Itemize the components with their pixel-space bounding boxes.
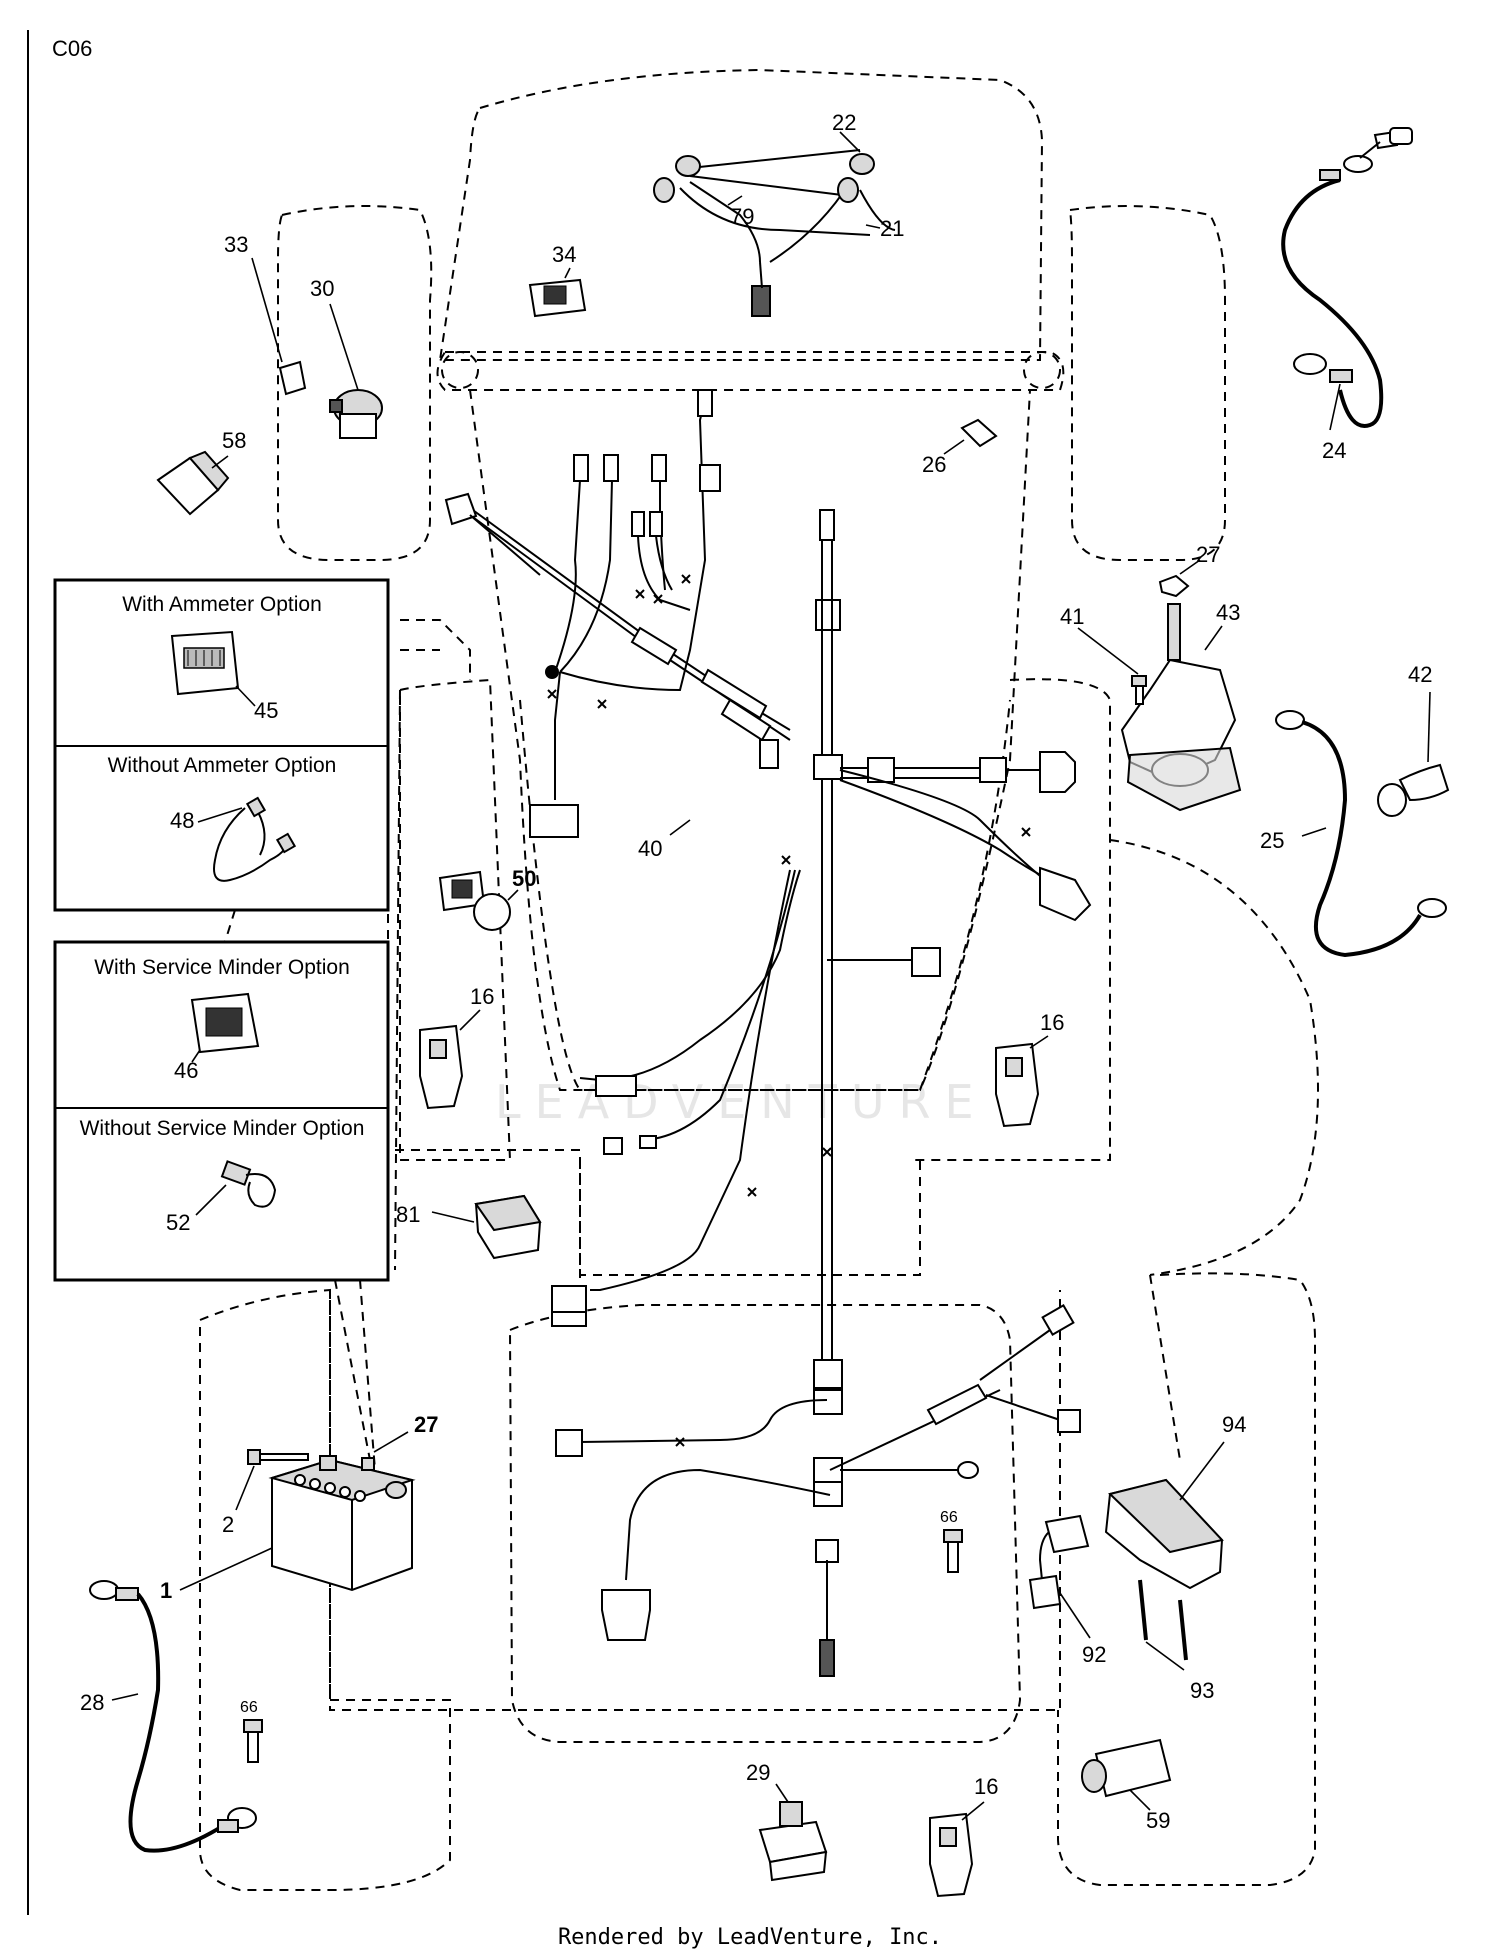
callout-16-left: 16 bbox=[470, 984, 494, 1009]
callout-42: 42 bbox=[1408, 662, 1432, 687]
service-minder-icon bbox=[190, 992, 260, 1063]
switch-29 bbox=[758, 1783, 828, 1882]
callout-21: 21 bbox=[880, 216, 904, 241]
callout-81: 81 bbox=[396, 1202, 420, 1227]
relay-81 bbox=[431, 1194, 542, 1260]
ignition-key-33 bbox=[251, 257, 307, 396]
bolt-41 bbox=[1077, 627, 1147, 705]
callout-2: 2 bbox=[222, 1512, 234, 1537]
service-minder-option-box: With Service Minder Option Without Servi… bbox=[53, 940, 390, 1282]
frame-outline bbox=[469, 389, 1031, 1091]
callout-93: 93 bbox=[1190, 1678, 1214, 1703]
ammeter-without-label: Without Ammeter Option bbox=[108, 754, 337, 777]
right-rear-wheel-outline bbox=[1057, 1272, 1316, 1886]
switch-50 bbox=[438, 870, 519, 931]
screws-93 bbox=[1138, 1579, 1188, 1671]
callout-66-left: 66 bbox=[240, 1699, 258, 1716]
left-rear-wheel-outline bbox=[199, 1288, 451, 1891]
callout-92: 92 bbox=[1082, 1642, 1106, 1667]
callout-26: 26 bbox=[922, 452, 946, 477]
relay-16-left bbox=[419, 1009, 481, 1110]
callout-40: 40 bbox=[638, 836, 662, 861]
bolt-66-left bbox=[243, 1719, 263, 1763]
relay-16-bottom bbox=[929, 1801, 985, 1898]
terminal-boot-42 bbox=[1377, 691, 1450, 817]
harness-tie-marks bbox=[547, 574, 1031, 1447]
main-harness-40 bbox=[444, 389, 1092, 1677]
front-axle-outline bbox=[436, 351, 1065, 391]
dash-panel-outline bbox=[519, 699, 1011, 1091]
battery-cable-24 bbox=[1281, 127, 1413, 431]
battery-1 bbox=[179, 1455, 416, 1592]
ignition-switch-30 bbox=[329, 303, 383, 439]
callout-50: 50 bbox=[512, 866, 536, 891]
service-jumper-icon bbox=[195, 1160, 277, 1216]
callout-27-bottom: 27 bbox=[414, 1412, 438, 1437]
callout-94: 94 bbox=[1222, 1412, 1246, 1437]
cable-25 bbox=[1275, 710, 1447, 958]
callout-16-bottom: 16 bbox=[974, 1774, 998, 1799]
rear-frame-outline bbox=[329, 1290, 1061, 1711]
callout-28: 28 bbox=[80, 1690, 104, 1715]
left-body-outline bbox=[399, 678, 512, 1161]
callout-34: 34 bbox=[552, 242, 576, 267]
watermark: LEADVENTURE bbox=[495, 1075, 988, 1129]
footer-credit: Rendered by LeadVenture, Inc. bbox=[558, 1925, 942, 1950]
callout-22: 22 bbox=[832, 110, 856, 135]
relay-16-right bbox=[995, 1035, 1049, 1128]
bolt-66-right bbox=[943, 1529, 963, 1573]
ammeter-jumper-icon bbox=[197, 796, 297, 882]
harness-92 bbox=[1028, 1514, 1091, 1639]
callout-45: 45 bbox=[254, 698, 278, 723]
callout-1: 1 bbox=[160, 1578, 172, 1603]
callout-46: 46 bbox=[174, 1058, 198, 1083]
right-front-wheel-outline bbox=[1068, 205, 1226, 561]
fuse-holder-58 bbox=[156, 450, 230, 516]
solenoid-43 bbox=[1120, 559, 1242, 812]
callout-29: 29 bbox=[746, 1760, 770, 1785]
cable-28 bbox=[89, 1580, 257, 1853]
service-without-label: Without Service Minder Option bbox=[80, 1117, 365, 1140]
tractor-outline bbox=[199, 68, 1319, 1891]
ammeter-with-label: With Ammeter Option bbox=[122, 593, 322, 616]
hood-outline bbox=[438, 68, 1044, 361]
ammeter-option-box: With Ammeter Option Without Ammeter Opti… bbox=[53, 578, 390, 912]
callout-59: 59 bbox=[1146, 1808, 1170, 1833]
callout-43: 43 bbox=[1216, 600, 1240, 625]
fuse-26 bbox=[943, 418, 998, 455]
module-59 bbox=[1081, 1738, 1172, 1811]
callout-24: 24 bbox=[1322, 438, 1346, 463]
callout-25: 25 bbox=[1260, 828, 1284, 853]
callout-27-top: 27 bbox=[1196, 542, 1220, 567]
bolt-2 bbox=[235, 1449, 309, 1511]
switch-94 bbox=[1104, 1441, 1225, 1590]
rocker-switch-34 bbox=[528, 267, 587, 318]
right-fender-arc bbox=[1109, 839, 1319, 1276]
diagram-code: C06 bbox=[52, 36, 92, 61]
service-with-label: With Service Minder Option bbox=[94, 956, 350, 979]
callout-79: 79 bbox=[730, 204, 754, 229]
right-fender-outline bbox=[910, 678, 1111, 1161]
callout-41: 41 bbox=[1060, 604, 1084, 629]
callout-30: 30 bbox=[310, 276, 334, 301]
ammeter-gauge-icon bbox=[170, 630, 256, 707]
callout-58: 58 bbox=[222, 428, 246, 453]
callout-66-right: 66 bbox=[940, 1509, 958, 1526]
lower-body-outline bbox=[579, 1160, 921, 1276]
callout-33: 33 bbox=[224, 232, 248, 257]
callout-16-right: 16 bbox=[1040, 1010, 1064, 1035]
headlight-harness bbox=[653, 149, 896, 317]
callout-48: 48 bbox=[170, 808, 194, 833]
callout-52: 52 bbox=[166, 1210, 190, 1235]
